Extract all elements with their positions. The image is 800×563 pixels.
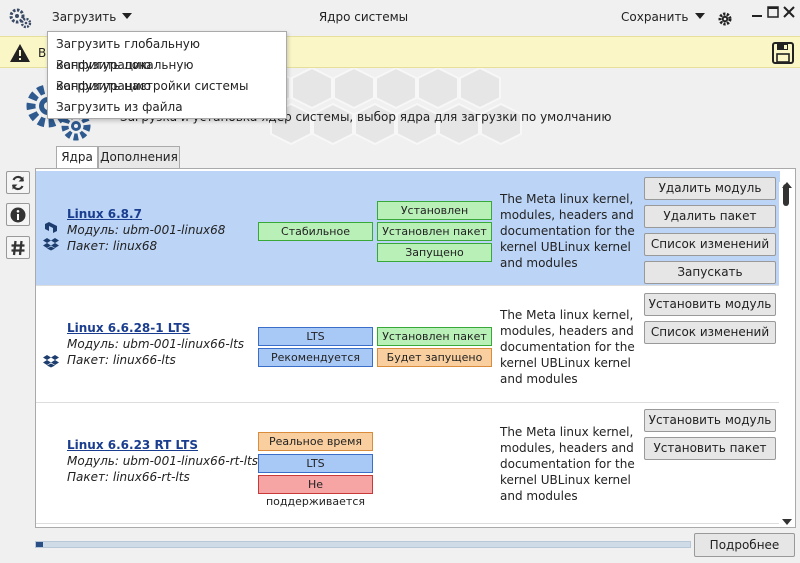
maximize-icon[interactable] [767, 6, 779, 18]
title-bar: Загрузить Ядро системы Сохранить [0, 0, 800, 36]
kernel-module: Модуль: ubm-001-linux68 [67, 223, 226, 237]
kernel-list: Linux 6.8.7 Модуль: ubm-001-linux68 Паке… [35, 168, 796, 528]
tab-kernels[interactable]: Ядра [56, 146, 98, 169]
kernel-description: The Meta linux kernel, modules, headers … [500, 425, 635, 503]
changelog-button[interactable]: Список изменений [644, 233, 776, 256]
status-badge: Реальное время [258, 432, 373, 451]
kernel-package: Пакет: linux66-lts [67, 353, 176, 367]
status-badge: Стабильное [258, 222, 373, 241]
status-badge: Установлен пакет [377, 327, 492, 346]
remove-module-button[interactable]: Удалить модуль [644, 177, 776, 200]
kernel-name-link[interactable]: Linux 6.6.23 RT LTS [67, 438, 199, 452]
info-icon [10, 207, 26, 223]
kernel-module: Модуль: ubm-001-linux66-lts [67, 337, 245, 351]
package-dropbox-icon [43, 355, 59, 368]
kernel-name-link[interactable]: Linux 6.8.7 [67, 207, 142, 221]
module-cube-icon [45, 222, 57, 233]
menu-item-load-system-settings[interactable]: Загрузить настройки системы [56, 79, 249, 93]
refresh-button[interactable] [6, 171, 30, 194]
kernel-name-link[interactable]: Linux 6.6.28-1 LTS [67, 321, 191, 335]
menu-item-load-global-config[interactable]: Загрузить глобальную конфигурацию [56, 37, 200, 72]
save-menu-button[interactable]: Сохранить [621, 10, 705, 24]
changelog-button[interactable]: Список изменений [644, 321, 776, 344]
status-badge: Не поддерживается [258, 475, 373, 508]
install-package-button[interactable]: Установить пакет [644, 437, 776, 460]
status-badge: LTS [258, 327, 373, 346]
chevron-down-icon [122, 13, 133, 19]
minimize-icon[interactable] [751, 6, 763, 18]
chevron-down-icon [694, 13, 705, 19]
save-disk-icon[interactable] [771, 42, 795, 64]
progress-fill [36, 542, 43, 547]
scroll-down-icon[interactable] [782, 519, 792, 525]
tab-addons[interactable]: Дополнения [98, 146, 180, 168]
list-scrollbar[interactable] [779, 182, 795, 527]
status-badge: Будет запущено [377, 348, 492, 367]
kernel-package: Пакет: linux66-rt-lts [67, 470, 190, 484]
hexagon-pattern-decoration [250, 68, 522, 146]
package-dropbox-icon [43, 238, 59, 251]
status-badge: LTS [258, 454, 373, 473]
window-title: Ядро системы [318, 10, 409, 24]
refresh-icon [11, 175, 25, 191]
kernel-package: Пакет: linux68 [67, 239, 158, 253]
install-module-button[interactable]: Установить модуль [644, 409, 776, 432]
info-button[interactable] [6, 203, 30, 226]
kernel-description: The Meta linux kernel, modules, headers … [500, 308, 635, 386]
hash-button[interactable] [6, 236, 30, 259]
kernel-row[interactable]: Linux 6.6.23 RT LTS Модуль: ubm-001-linu… [36, 404, 780, 524]
details-button[interactable]: Подробнее [694, 533, 795, 557]
status-badge: Установлен пакет [377, 222, 492, 241]
install-module-button[interactable]: Установить модуль [644, 293, 776, 316]
close-icon[interactable] [783, 6, 795, 18]
boot-button[interactable]: Запускать [644, 261, 776, 284]
load-menu-button[interactable]: Загрузить [52, 10, 133, 24]
kernel-module: Модуль: ubm-001-linux66-rt-lts [67, 454, 259, 468]
save-menu-label: Сохранить [621, 10, 689, 24]
remove-package-button[interactable]: Удалить пакет [644, 205, 776, 228]
progress-bar [35, 541, 691, 548]
status-badge: Установлен модуль [377, 201, 492, 234]
menu-item-load-from-file[interactable]: Загрузить из файла [56, 100, 183, 114]
status-badge: Рекомендуется [258, 348, 373, 367]
kernel-description: The Meta linux kernel, modules, headers … [500, 192, 635, 270]
hash-icon [11, 240, 25, 256]
banner-text: В [38, 46, 47, 60]
status-badge: Запущено [377, 243, 492, 262]
load-menu-label: Загрузить [52, 10, 117, 24]
load-dropdown-menu: Загрузить глобальную конфигурацию Загруз… [47, 31, 287, 119]
scroll-thumb[interactable] [783, 184, 789, 206]
kernel-row[interactable]: Linux 6.8.7 Модуль: ubm-001-linux68 Паке… [36, 171, 780, 286]
settings-gear-icon[interactable] [717, 11, 733, 27]
kernel-row[interactable]: Linux 6.6.28-1 LTS Модуль: ubm-001-linux… [36, 287, 780, 403]
menu-item-load-local-config[interactable]: Загрузить локальную конфигурацию [56, 58, 194, 93]
app-gears-icon [9, 8, 32, 29]
warning-icon [10, 44, 30, 62]
